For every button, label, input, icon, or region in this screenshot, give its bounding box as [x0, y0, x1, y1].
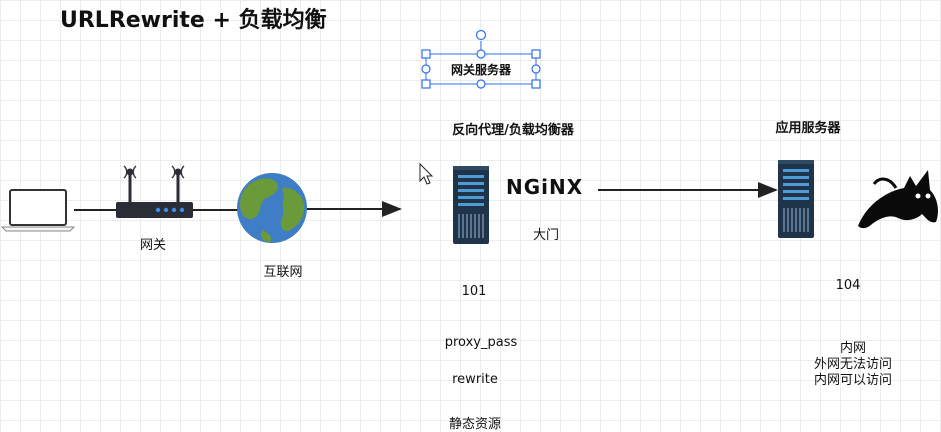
static-resources-label: 静态资源	[448, 417, 502, 432]
router-icon[interactable]	[116, 165, 193, 218]
internal-access-label: 内网可以访问	[813, 373, 893, 388]
door-label: 大门	[532, 228, 560, 243]
globe-icon[interactable]	[237, 173, 307, 243]
app-server-heading: 应用服务器	[775, 121, 841, 136]
resize-handle-s[interactable]	[476, 79, 486, 89]
resize-handle-ne[interactable]	[531, 49, 541, 59]
proxy-pass-label: proxy_pass	[444, 335, 518, 350]
resize-handle-e[interactable]	[531, 64, 541, 74]
cursor-icon	[419, 162, 434, 185]
gateway-label: 网关	[139, 238, 167, 253]
rewrite-label: rewrite	[452, 372, 498, 387]
page-title: URLRewrite + 负载均衡	[60, 8, 327, 33]
laptop-icon[interactable]	[0, 189, 76, 232]
intranet-label: 内网	[839, 341, 867, 356]
resize-handle-w[interactable]	[421, 64, 431, 74]
resize-handle-n[interactable]	[476, 49, 486, 59]
gateway-server-label[interactable]: 网关服务器	[450, 63, 512, 77]
tomcat-icon[interactable]	[858, 170, 938, 229]
server-101-label: 101	[461, 284, 487, 299]
selection-box[interactable]	[421, 29, 541, 89]
resize-handle-se[interactable]	[531, 79, 541, 89]
app-server-icon[interactable]	[778, 160, 814, 238]
server-104-label: 104	[835, 278, 861, 293]
proxy-heading: 反向代理/负载均衡器	[452, 123, 574, 138]
resize-handle-sw[interactable]	[421, 79, 431, 89]
rotate-handle[interactable]	[475, 29, 487, 41]
internet-label: 互联网	[263, 265, 303, 280]
nginx-logo: NGiNX	[506, 175, 584, 199]
external-no-access-label: 外网无法访问	[813, 357, 893, 372]
resize-handle-nw[interactable]	[421, 49, 431, 59]
server-icon[interactable]	[453, 166, 489, 244]
